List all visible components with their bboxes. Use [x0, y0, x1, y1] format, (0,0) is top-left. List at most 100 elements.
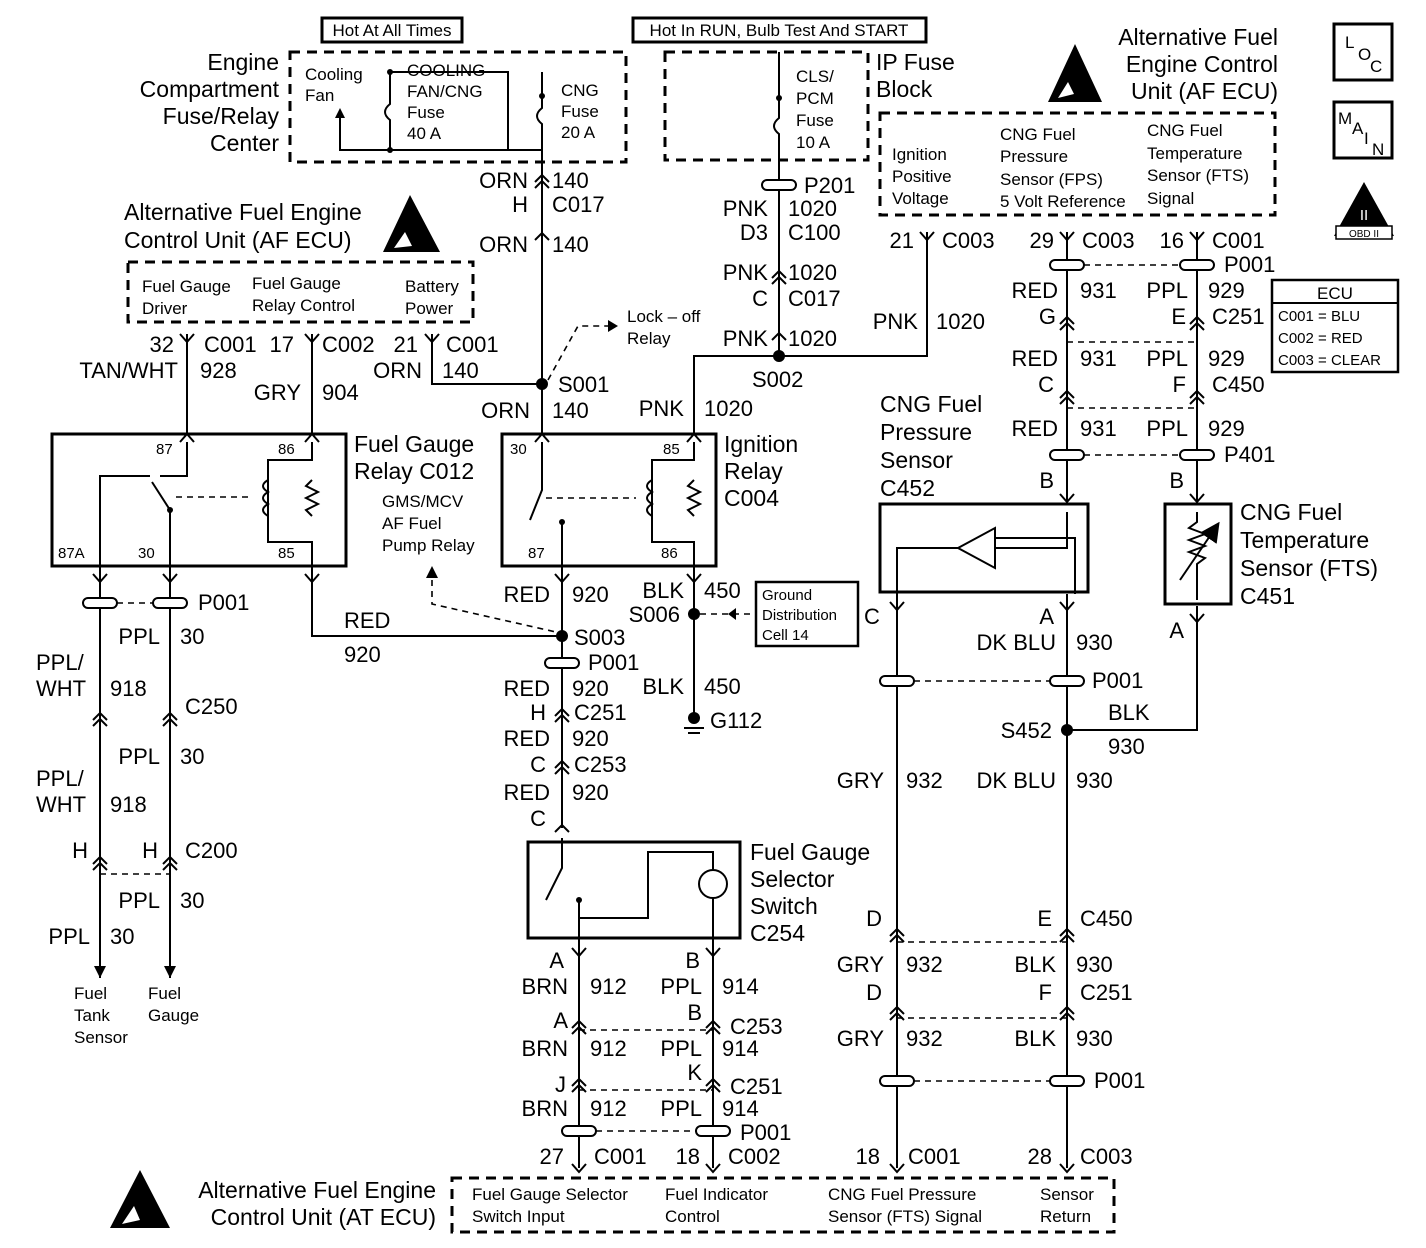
- wire-label: 930: [1076, 1026, 1113, 1051]
- wire-label: S006: [629, 602, 680, 627]
- wire-label: 920: [572, 676, 609, 701]
- wire-label: C: [530, 752, 546, 777]
- ecu-bottom: Alternative Fuel Engine Control Unit (AT…: [110, 1170, 1116, 1234]
- pin-label: 30: [138, 545, 155, 562]
- ecu-tr-title-3: Unit (AF ECU): [1131, 78, 1278, 104]
- cng-fuse-label-2: Fuse: [561, 102, 599, 121]
- pin-label: 87: [156, 441, 173, 458]
- fuse-center-title-2: Compartment: [140, 76, 280, 102]
- wire-label: 912: [590, 1096, 627, 1121]
- svg-text:CNG Fuel Pressure: CNG Fuel Pressure: [828, 1185, 976, 1204]
- ecu-left-title-1: Alternative Fuel Engine: [124, 199, 362, 225]
- svg-text:C: C: [1370, 57, 1382, 76]
- wire-label: P001: [588, 650, 639, 675]
- wire-label: A: [1039, 604, 1054, 629]
- svg-text:ECU: ECU: [1317, 284, 1353, 303]
- wire-label: B: [1169, 468, 1184, 493]
- wire-label: 30: [110, 924, 134, 949]
- wire-label: C001: [908, 1144, 961, 1169]
- wire-label: 32: [150, 332, 174, 357]
- wire-label: 914: [722, 1036, 759, 1061]
- wire-label: D3: [740, 220, 768, 245]
- wire-label: 28: [1028, 1144, 1052, 1169]
- wire-label: 914: [722, 974, 759, 999]
- fps-ref-1: CNG Fuel: [1000, 125, 1076, 144]
- wire-label: 30: [180, 888, 204, 913]
- svg-text:Ground: Ground: [762, 587, 812, 604]
- fts-sig-1: CNG Fuel: [1147, 121, 1223, 140]
- fuel-gauge-arrow: Fuel Gauge: [148, 966, 199, 1025]
- esd-warning-icon: [383, 195, 440, 252]
- ip-fuse-block: IP Fuse Block CLS/ PCM Fuse 10 A: [663, 49, 955, 182]
- svg-text:M: M: [1338, 109, 1352, 128]
- wire-label: C002: [728, 1144, 781, 1169]
- pin-label: 86: [661, 545, 678, 562]
- wire-label: 16: [1160, 228, 1184, 253]
- wire-label: PPL: [1146, 416, 1188, 441]
- svg-text:Relay C012: Relay C012: [354, 458, 474, 484]
- wire-label: PNK: [639, 396, 685, 421]
- wire-label: E: [1037, 906, 1052, 931]
- wire-label: 929: [1208, 278, 1245, 303]
- ecu-tr-title-1: Alternative Fuel: [1118, 24, 1278, 50]
- svg-text:C451: C451: [1240, 583, 1295, 609]
- wire-label: 912: [590, 974, 627, 999]
- wire-label: 904: [322, 380, 359, 405]
- wire-label: 18: [676, 1144, 700, 1169]
- wire-label: D: [866, 906, 882, 931]
- wire-label: C: [530, 806, 546, 831]
- wire-label: WHT: [36, 676, 86, 701]
- svg-text:Pressure: Pressure: [880, 419, 972, 445]
- wire-label: E: [1171, 304, 1186, 329]
- component-titles: CNG Fuel Pressure Sensor C452 CNG Fuel T…: [750, 391, 1378, 946]
- fan-fuse-label-1: COOLING: [407, 61, 485, 80]
- wire-label: 140: [552, 232, 589, 257]
- wire-label: BRN: [522, 1096, 568, 1121]
- wire-label: 920: [572, 726, 609, 751]
- wire-label: PNK: [723, 196, 769, 221]
- ecu-tr-title-2: Engine Control: [1126, 51, 1278, 77]
- pin-label: 87: [528, 545, 545, 562]
- svg-text:Fuel Gauge Selector: Fuel Gauge Selector: [472, 1185, 628, 1204]
- wire-label: BLK: [642, 578, 684, 603]
- obd-ii-icon: II OBD II: [1334, 182, 1394, 240]
- wire-label: C003: [1080, 1144, 1133, 1169]
- svg-text:Sensor (FTS): Sensor (FTS): [1240, 555, 1378, 581]
- cooling-fan-label-2: Fan: [305, 86, 334, 105]
- wire-label: 929: [1208, 346, 1245, 371]
- wire-label: 1020: [788, 260, 837, 285]
- wire-label: P201: [804, 173, 855, 198]
- wire-label: 18: [856, 1144, 880, 1169]
- wire-label: C001: [204, 332, 257, 357]
- svg-text:C001 = BLU: C001 = BLU: [1278, 308, 1360, 325]
- cls-fuse-label-1: CLS/: [796, 67, 834, 86]
- ign-pos-2: Positive: [892, 167, 952, 186]
- svg-text:Selector: Selector: [750, 866, 835, 892]
- fan-fuse-label-4: 40 A: [407, 124, 442, 143]
- wire-label: 918: [110, 792, 147, 817]
- wire-label: PNK: [723, 260, 769, 285]
- wire-label: 932: [906, 768, 943, 793]
- wire-label: C003: [1082, 228, 1135, 253]
- wire-label: 21: [890, 228, 914, 253]
- lock-off-relay-pointer: Lock – off Relay: [547, 307, 701, 381]
- wire-label: PNK: [873, 309, 919, 334]
- svg-text:Return: Return: [1040, 1207, 1091, 1226]
- svg-text:C452: C452: [880, 475, 935, 501]
- wire-label: 17: [270, 332, 294, 357]
- wire-label: RED: [1012, 346, 1058, 371]
- fan-fuse-label-2: FAN/CNG: [407, 82, 483, 101]
- wire-label: C251: [730, 1074, 783, 1099]
- wire-label: 930: [1076, 768, 1113, 793]
- wire-label: TAN/WHT: [79, 358, 178, 383]
- fps-ref-3: Sensor (FPS): [1000, 170, 1103, 189]
- wire-label: RED: [1012, 278, 1058, 303]
- hot-in-run-header: Hot In RUN, Bulb Test And START: [631, 16, 928, 44]
- wire-label: H: [530, 700, 546, 725]
- wire-label: C251: [574, 700, 627, 725]
- wire-label: C001: [594, 1144, 647, 1169]
- svg-text:L: L: [1345, 33, 1354, 52]
- pin-label: 30: [510, 441, 527, 458]
- cng-temp-sensor: [1163, 502, 1233, 606]
